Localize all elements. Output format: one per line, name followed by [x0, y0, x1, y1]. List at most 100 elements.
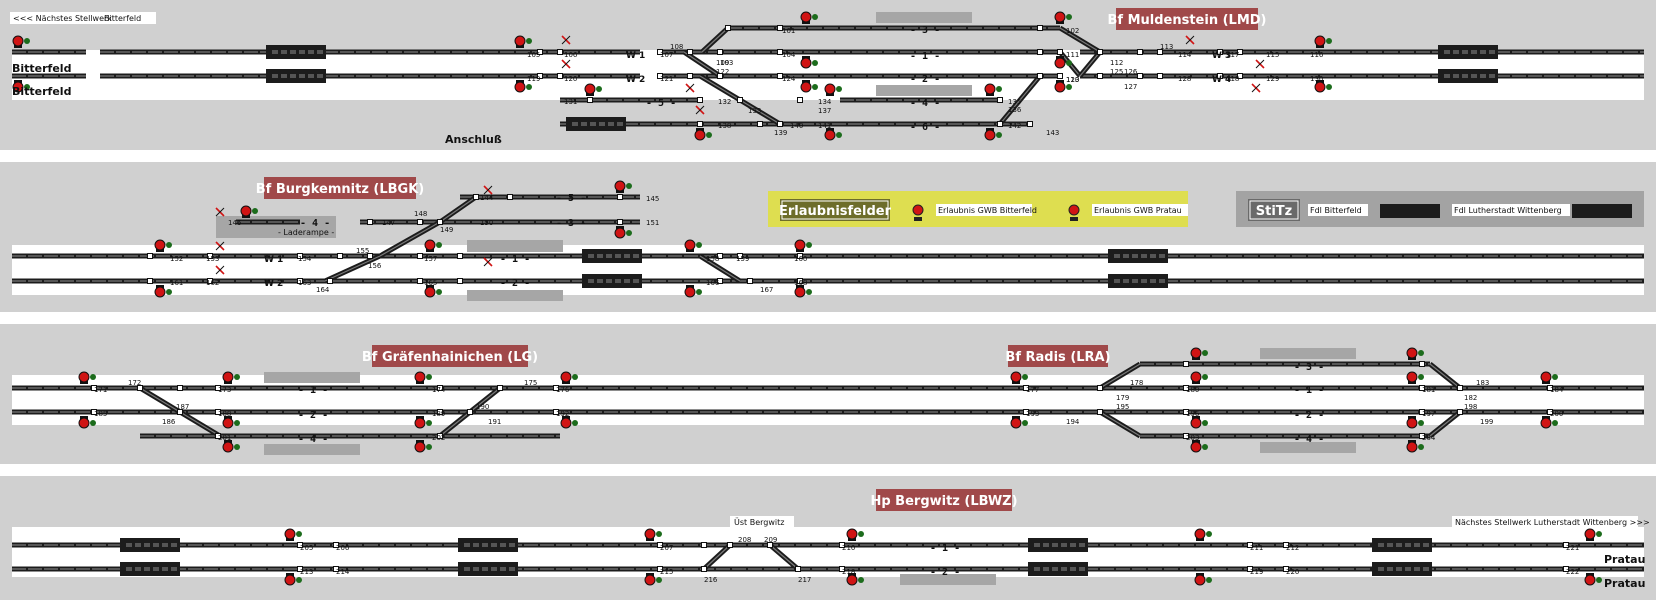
- element-number: 136: [1008, 106, 1022, 114]
- signal-lamp-red[interactable]: [1010, 417, 1022, 429]
- signal-lamp-red[interactable]: [78, 371, 90, 383]
- switch-track-centerline: [769, 544, 799, 570]
- signal-lamp-red[interactable]: [514, 81, 526, 93]
- signal-lamp-red[interactable]: [560, 371, 572, 383]
- signal-lamp-red[interactable]: [424, 239, 436, 251]
- element-number: 120: [564, 75, 577, 83]
- block-section-lamp: [1114, 254, 1120, 258]
- signal-lamp-red[interactable]: [614, 180, 626, 192]
- signal-lamp-red[interactable]: [414, 371, 426, 383]
- signal-lamp-red[interactable]: [222, 417, 234, 429]
- signal-lamp-red[interactable]: [78, 417, 90, 429]
- track-joint: [797, 278, 803, 284]
- element-number: 174: [432, 386, 446, 394]
- signal-lamp-green: [1022, 374, 1028, 380]
- signal-lamp-red[interactable]: [1054, 81, 1066, 93]
- signal-lamp-red[interactable]: [154, 286, 166, 298]
- erlaubnis-gwb-bitterfeld-signal[interactable]: [912, 204, 924, 216]
- signal-lamp-green: [426, 374, 432, 380]
- signal-lamp-red[interactable]: [1540, 417, 1552, 429]
- block-section-lamp: [606, 279, 612, 283]
- element-number: 189: [432, 410, 445, 418]
- track-joint: [333, 542, 339, 548]
- signal-lamp-red[interactable]: [800, 57, 812, 69]
- signal-lamp-red[interactable]: [222, 371, 234, 383]
- signal-lamp-red[interactable]: [1010, 371, 1022, 383]
- signal-lamp-red[interactable]: [644, 574, 656, 586]
- signal-lamp-red[interactable]: [846, 528, 858, 540]
- track-joint: [147, 253, 153, 259]
- signal-lamp-red[interactable]: [514, 35, 526, 47]
- signal-lamp-red[interactable]: [794, 239, 806, 251]
- signal-lamp-red[interactable]: [560, 417, 572, 429]
- signal-lamp-green: [812, 84, 818, 90]
- signal-lamp-red[interactable]: [800, 81, 812, 93]
- signal-lamp-red[interactable]: [1406, 371, 1418, 383]
- erlaubnis-gwb-pratau-signal[interactable]: [1068, 204, 1080, 216]
- signal-lamp-red[interactable]: [684, 239, 696, 251]
- signal-lamp-green: [696, 242, 702, 248]
- signal-lamp-red[interactable]: [414, 441, 426, 453]
- signal-lamp-red[interactable]: [984, 83, 996, 95]
- signal-lamp-red[interactable]: [1194, 528, 1206, 540]
- track-label: - 1 -: [298, 385, 328, 396]
- track-joint: [1097, 49, 1103, 55]
- signal-lamp-red[interactable]: [824, 83, 836, 95]
- signal-lamp-green: [166, 289, 172, 295]
- signal-lamp-red[interactable]: [846, 574, 858, 586]
- signal-lamp-red[interactable]: [1314, 35, 1326, 47]
- erlaubnis-panel: Erlaubnisfelder Erlaubnis GWB Bitterfeld…: [768, 191, 1188, 227]
- signal-lamp-red[interactable]: [12, 35, 24, 47]
- signal-lamp-red[interactable]: [1190, 441, 1202, 453]
- signal-lamp-red[interactable]: [284, 574, 296, 586]
- signal-lamp-green: [166, 242, 172, 248]
- track-joint: [617, 194, 623, 200]
- signal-lamp-red[interactable]: [1054, 11, 1066, 23]
- signal-lamp-red[interactable]: [1406, 417, 1418, 429]
- signal-lamp-red[interactable]: [614, 227, 626, 239]
- signal-lamp-red[interactable]: [1406, 347, 1418, 359]
- signal-lamp-red[interactable]: [1190, 371, 1202, 383]
- signal-lamp-red[interactable]: [794, 286, 806, 298]
- shunt-signal-icon-bar: [1185, 35, 1195, 45]
- signal-lamp-red[interactable]: [1190, 417, 1202, 429]
- element-number: 164: [316, 286, 330, 294]
- signal-lamp-red[interactable]: [284, 528, 296, 540]
- signal-lamp-red[interactable]: [240, 205, 252, 217]
- switch-track-centerline: [179, 411, 221, 437]
- signal-lamp-red[interactable]: [1540, 371, 1552, 383]
- signal-lamp-red[interactable]: [154, 239, 166, 251]
- signal-lamp-green: [996, 86, 1002, 92]
- track-joint: [215, 409, 221, 415]
- signal-lamp-red[interactable]: [584, 83, 596, 95]
- signal-lamp-red[interactable]: [222, 441, 234, 453]
- signal-lamp-red[interactable]: [1406, 441, 1418, 453]
- signal-lamp-red[interactable]: [414, 417, 426, 429]
- signal-lamp-red[interactable]: [1314, 81, 1326, 93]
- signal-lamp-green: [806, 242, 812, 248]
- signal-lamp-red[interactable]: [12, 81, 24, 93]
- stitz-bitterfeld-block[interactable]: [1380, 204, 1440, 218]
- signal-lamp-red[interactable]: [1194, 574, 1206, 586]
- block-section-lamp: [608, 122, 614, 126]
- signal-lamp-red[interactable]: [1584, 574, 1596, 586]
- signal-lamp-red[interactable]: [424, 286, 436, 298]
- signal-lamp-red[interactable]: [644, 528, 656, 540]
- track-joint: [797, 97, 803, 103]
- shunt-signal-icon-bar: [561, 59, 571, 69]
- signal-lamp-green: [858, 577, 864, 583]
- signal-lamp-red[interactable]: [684, 286, 696, 298]
- signal-lamp-red[interactable]: [1054, 57, 1066, 69]
- signal-lamp-red[interactable]: [800, 11, 812, 23]
- signal-lamp-red[interactable]: [1584, 528, 1596, 540]
- element-number: 157: [424, 255, 437, 263]
- signal-lamp-green: [572, 374, 578, 380]
- signal-lamp-red[interactable]: [824, 129, 836, 141]
- block-section-lamp: [1462, 74, 1468, 78]
- signal-lamp-red[interactable]: [1190, 347, 1202, 359]
- track-joint: [717, 253, 723, 259]
- track-joint: [617, 219, 623, 225]
- stitz-wittenberg-block[interactable]: [1572, 204, 1632, 218]
- signal-lamp-red[interactable]: [984, 129, 996, 141]
- signal-lamp-red[interactable]: [694, 129, 706, 141]
